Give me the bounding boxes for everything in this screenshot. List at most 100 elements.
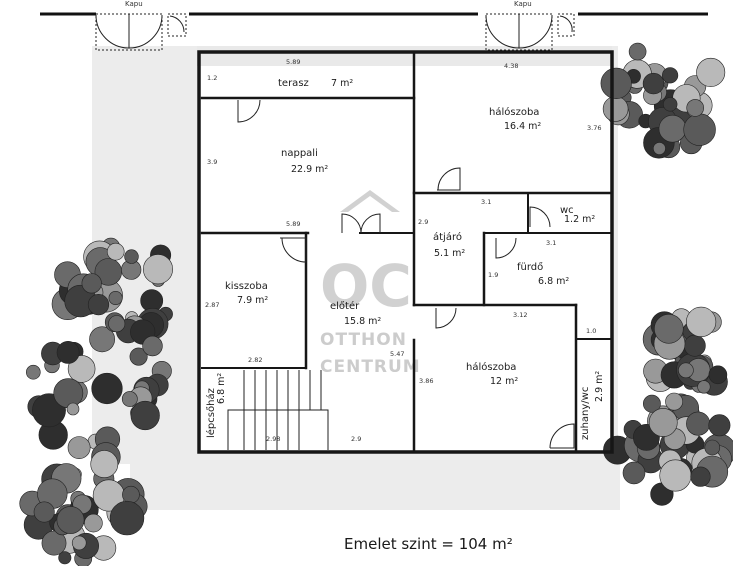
dim-label: 3.76 bbox=[587, 124, 601, 132]
trees bbox=[19, 42, 733, 566]
tree-foliage bbox=[71, 535, 87, 551]
tree-foliage bbox=[130, 400, 160, 431]
tree-foliage bbox=[81, 273, 102, 294]
gate-left-label: Kapu bbox=[125, 0, 143, 8]
room-labels: terasz 7 m² hálószoba 16.4 m² nappali 22… bbox=[205, 78, 605, 440]
dim-label: 3.86 bbox=[419, 377, 433, 385]
tree-foliage bbox=[67, 436, 91, 460]
gate-left bbox=[95, 13, 187, 51]
dim-label: 2.98 bbox=[266, 435, 280, 443]
dim-label: 3.1 bbox=[546, 239, 556, 247]
tree-foliage bbox=[143, 254, 174, 285]
tree-foliage bbox=[686, 99, 705, 117]
tree-foliage bbox=[665, 392, 684, 411]
tree-foliage bbox=[41, 530, 67, 556]
room-area-nappali: 22.9 m² bbox=[291, 164, 328, 175]
tree-foliage bbox=[106, 242, 125, 261]
tree-foliage bbox=[708, 365, 728, 385]
room-name-furdo: fürdő bbox=[517, 261, 543, 273]
tree-foliage bbox=[89, 326, 116, 353]
dim-label: 1.0 bbox=[586, 327, 596, 335]
tree-foliage bbox=[33, 501, 55, 523]
room-area-wc: 1.2 m² bbox=[564, 214, 595, 225]
tree-foliage bbox=[653, 142, 666, 155]
room-name-zuhanywc: zuhany/wc bbox=[580, 387, 591, 440]
room-name-halo1: hálószoba bbox=[489, 106, 539, 118]
tree-foliage bbox=[129, 347, 148, 366]
tree-foliage bbox=[648, 408, 678, 437]
tree-foliage bbox=[108, 290, 123, 305]
tree-foliage bbox=[108, 315, 126, 333]
tree-foliage bbox=[91, 372, 123, 405]
tree-foliage bbox=[56, 340, 80, 364]
tree-foliage bbox=[683, 113, 716, 146]
staircase bbox=[227, 370, 329, 450]
tree-foliage bbox=[643, 394, 661, 413]
dim-label: 4.38 bbox=[504, 62, 518, 70]
room-name-nappali: nappali bbox=[281, 148, 318, 159]
tree-foliage bbox=[67, 355, 96, 383]
doors bbox=[237, 99, 575, 449]
dimension-labels: 5.89 4.38 1.2 3.76 3.9 5.89 3.1 2.9 3.1 … bbox=[205, 58, 601, 443]
tree-foliage bbox=[653, 313, 684, 344]
room-area-eloter: 15.8 m² bbox=[344, 316, 381, 327]
dim-label: 2.9 bbox=[418, 218, 428, 226]
tree-foliage bbox=[622, 461, 646, 485]
tree-foliage bbox=[87, 294, 110, 316]
dim-label: 5.89 bbox=[286, 58, 300, 66]
walls bbox=[197, 50, 614, 454]
watermark-line1: OTTHON bbox=[320, 330, 407, 350]
tree-foliage bbox=[84, 513, 103, 533]
room-area-terasz: 7 m² bbox=[331, 78, 353, 89]
dim-label: 3.1 bbox=[481, 198, 491, 206]
room-name-lepcsohaz: lépcsőház bbox=[205, 388, 217, 438]
gate-right bbox=[485, 13, 575, 51]
tree-foliage bbox=[697, 380, 711, 394]
tree-foliage bbox=[142, 335, 163, 357]
room-name-terasz: terasz bbox=[278, 78, 309, 89]
tree-foliage bbox=[696, 57, 726, 87]
tree-foliage bbox=[122, 485, 140, 504]
dim-label: 1.2 bbox=[207, 74, 217, 82]
stair-rail bbox=[227, 409, 329, 450]
floor-area-title: Emelet szint = 104 m² bbox=[344, 535, 513, 553]
room-area-atjaro: 5.1 m² bbox=[434, 248, 465, 259]
tree-foliage bbox=[25, 364, 41, 380]
tree-foliage bbox=[642, 72, 665, 95]
tree-foliage bbox=[56, 506, 85, 534]
dim-label: 5.89 bbox=[286, 220, 300, 228]
tree-foliage bbox=[662, 97, 678, 112]
gate-right-label: Kapu bbox=[514, 0, 532, 8]
tree-foliage bbox=[708, 414, 731, 437]
tree-foliage bbox=[658, 114, 687, 143]
tree-foliage bbox=[121, 391, 138, 407]
tree-foliage bbox=[58, 551, 72, 565]
dim-label: 3.12 bbox=[513, 311, 527, 319]
tree-foliage bbox=[659, 459, 692, 492]
tree-foliage bbox=[678, 362, 694, 379]
room-area-zuhanywc: 2.9 m² bbox=[594, 371, 605, 402]
tree-foliage bbox=[685, 306, 717, 338]
room-name-atjaro: átjáró bbox=[433, 231, 462, 243]
room-name-wc: wc bbox=[560, 205, 574, 216]
room-area-halo2: 12 m² bbox=[490, 376, 518, 387]
watermark-line2: CENTRUM bbox=[320, 357, 421, 377]
tree-foliage bbox=[683, 334, 706, 357]
tree-foliage bbox=[628, 42, 647, 61]
tree-foliage bbox=[602, 96, 629, 122]
watermark-logo: OC bbox=[320, 252, 412, 320]
dim-label: 1.9 bbox=[488, 271, 498, 279]
room-name-eloter: előtér bbox=[330, 300, 360, 312]
room-area-kisszoba: 7.9 m² bbox=[237, 295, 268, 306]
dim-label: 2.87 bbox=[205, 301, 219, 309]
room-area-lepcsohaz: 6.8 m² bbox=[216, 373, 227, 404]
dim-label: 2.82 bbox=[248, 356, 262, 364]
watermark: OC OTTHON CENTRUM bbox=[320, 190, 421, 377]
tree-foliage bbox=[66, 402, 80, 416]
room-name-halo2: hálószoba bbox=[466, 361, 516, 373]
room-name-kisszoba: kisszoba bbox=[225, 281, 268, 292]
tree-foliage bbox=[90, 450, 119, 479]
tree-foliage bbox=[704, 439, 721, 456]
